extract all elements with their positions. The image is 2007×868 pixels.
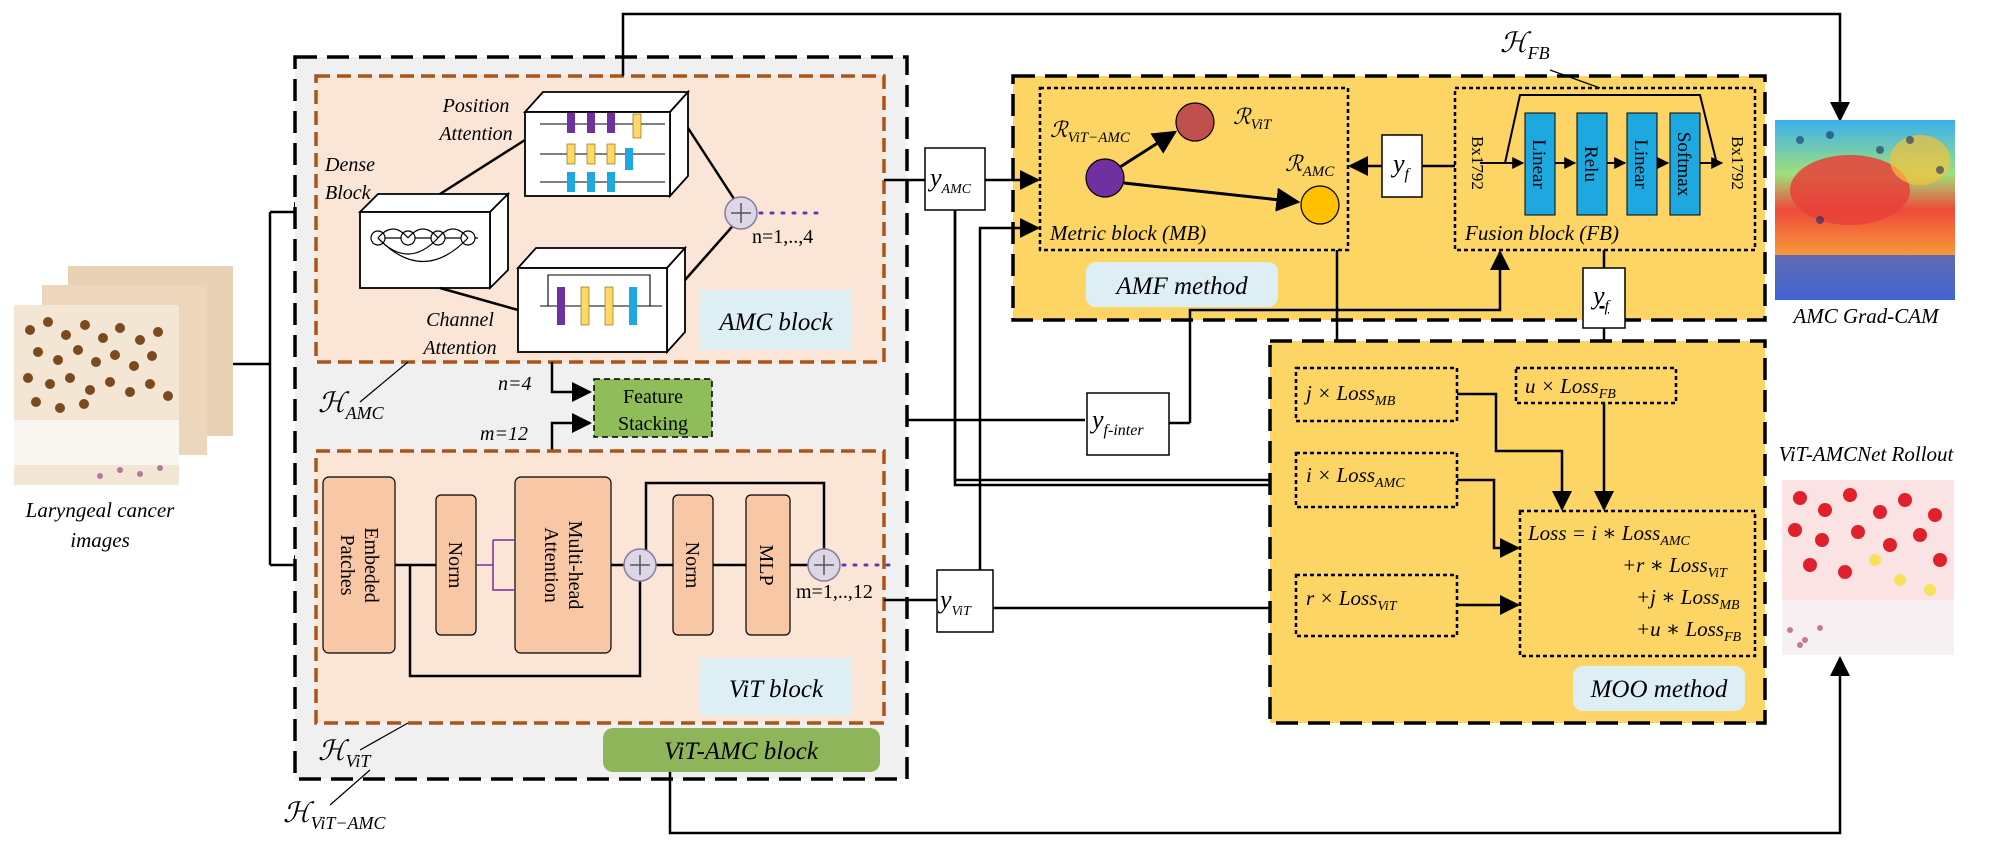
- h-vit-label: ℋViT: [318, 736, 372, 771]
- vit-amc-block-label: ViT-AMC block: [664, 738, 819, 765]
- vit-repeat-label: m=1,..,12: [796, 581, 873, 603]
- mha-label-line1: Multi-head: [564, 521, 586, 610]
- moo-method-label: MOO method: [1590, 676, 1728, 703]
- total-loss-box: [1518, 509, 1757, 658]
- r-vit-label: ℛViT: [1233, 104, 1273, 133]
- amc-repeat-label: n=1,..,4: [752, 226, 813, 248]
- amc-block-label-bg: [700, 290, 852, 350]
- vit-block-label: ViT block: [729, 676, 824, 703]
- stacking-line2: Stacking: [618, 413, 688, 435]
- gradcam-image: [1775, 120, 1955, 300]
- amf-method-label: AMF method: [1114, 273, 1248, 300]
- fusion-layer-0: Linear: [1528, 139, 1549, 189]
- embed-label-line1: Embeded: [360, 527, 382, 603]
- fusion-arrows: [1480, 94, 1724, 169]
- loss-mb-label: j × LossMB: [1303, 381, 1396, 409]
- loss-mb-box: [1294, 366, 1459, 423]
- input-label-line1: Laryngeal cancer: [25, 498, 176, 522]
- r-vit-amc-node: [1085, 158, 1125, 198]
- r-vit-node: [1175, 102, 1215, 142]
- vit-layers: [322, 476, 791, 654]
- mha-layer: [514, 476, 612, 654]
- r-vit-amc-label: ℛViT−AMC: [1050, 117, 1131, 146]
- feature-stacking-box: [593, 378, 713, 438]
- link-lines: [621, 12, 1850, 835]
- input-image-stack: [14, 266, 233, 485]
- amc-connections: [439, 127, 740, 312]
- total-loss-line1: Loss = i ∗ LossAMC: [1527, 521, 1691, 549]
- position-attention-box: [522, 89, 691, 199]
- yf-out-label: yf: [1590, 281, 1612, 315]
- y-amc-box: [924, 147, 986, 211]
- dense-block-box: [357, 191, 511, 291]
- fusion-dim-out: Bx1792: [1728, 136, 1747, 190]
- vit-connections: [395, 481, 826, 678]
- total-loss-line4: +u ∗ LossFB: [1636, 617, 1742, 645]
- fusion-layer-2: Linear: [1630, 139, 1651, 189]
- mlp-label: MLP: [755, 544, 777, 585]
- embed-label-line2: Patches: [336, 534, 358, 595]
- y-vit-label: yViT: [937, 585, 972, 619]
- y-amc-label: yAMC: [927, 163, 972, 197]
- gradcam-label: AMC Grad-CAM: [1791, 304, 1940, 328]
- stacking-n-label: n=4: [498, 373, 532, 395]
- channel-label-line1: Channel: [426, 309, 494, 331]
- fusion-layers: [1524, 112, 1701, 216]
- moo-method-label-bg: [1573, 666, 1745, 711]
- loss-fb-label: u × LossFB: [1525, 374, 1616, 402]
- dense-label-line1: Dense: [324, 154, 375, 176]
- moo-panel: [1268, 339, 1767, 725]
- embed-patches-layer: [322, 476, 396, 654]
- metric-block-label: Metric block (MB): [1049, 221, 1206, 245]
- y-inter-box: [1086, 392, 1170, 456]
- channel-attention-box: [515, 245, 688, 355]
- vit-amc-block-label-bg: [603, 728, 880, 772]
- fusion-linear-1: [1524, 112, 1556, 216]
- loss-amc-box: [1294, 451, 1459, 509]
- loss-vit-label: r × LossViT: [1306, 586, 1398, 614]
- stacking-arrows: [550, 362, 1085, 452]
- norm1-label: Norm: [444, 542, 466, 589]
- yf-label: yf: [1390, 149, 1412, 183]
- stacking-line1: Feature: [623, 386, 683, 408]
- loss-fb-box: [1514, 366, 1678, 405]
- y-inter-label: yf-inter: [1089, 405, 1144, 439]
- total-loss-line2: +r ∗ LossViT: [1622, 553, 1728, 581]
- fusion-layer-1: Relu: [1580, 146, 1601, 182]
- y-vit-box: [936, 569, 994, 633]
- channel-label-line2: Attention: [421, 337, 496, 359]
- stacking-m-label: m=12: [480, 423, 528, 445]
- position-label-line1: Position: [442, 95, 510, 117]
- rollout-image: [1782, 480, 1954, 655]
- h-fb-label: ℋFB: [1500, 28, 1550, 63]
- vit-sum-icon-2: [807, 548, 841, 582]
- position-label-line2: Attention: [437, 123, 512, 145]
- h-vit-amc-label: ℋViT−AMC: [283, 798, 386, 833]
- r-amc-node: [1300, 185, 1340, 225]
- fusion-relu: [1576, 112, 1608, 216]
- vit-sum-icon-1: [623, 548, 657, 582]
- input-label-line2: images: [70, 528, 130, 552]
- moo-arrows: [1457, 392, 1614, 615]
- fusion-softmax: [1669, 112, 1701, 216]
- mha-label-line2: Attention: [540, 527, 562, 603]
- vit-block-label-bg: [700, 658, 852, 716]
- rollout-label: ViT-AMCNet Rollout: [1779, 442, 1955, 466]
- metric-arrows: [1119, 130, 1301, 212]
- amc-sum-icon: [724, 196, 758, 230]
- norm2-label: Norm: [681, 542, 703, 589]
- fusion-dim-in: Bx1792: [1468, 136, 1487, 190]
- amf-method-label-bg: [1086, 262, 1278, 307]
- amc-block-label: AMC block: [717, 309, 833, 336]
- r-amc-label: ℛAMC: [1285, 151, 1335, 180]
- fusion-block-label: Fusion block (FB): [1464, 221, 1619, 245]
- fusion-layer-3: Softmax: [1673, 132, 1694, 197]
- h-amc-label: ℋAMC: [318, 388, 385, 423]
- total-loss-line3: +j ∗ LossMB: [1636, 585, 1740, 613]
- dense-label-line2: Block: [325, 182, 372, 204]
- loss-amc-label: i × LossAMC: [1306, 463, 1405, 491]
- fusion-linear-2: [1626, 112, 1658, 216]
